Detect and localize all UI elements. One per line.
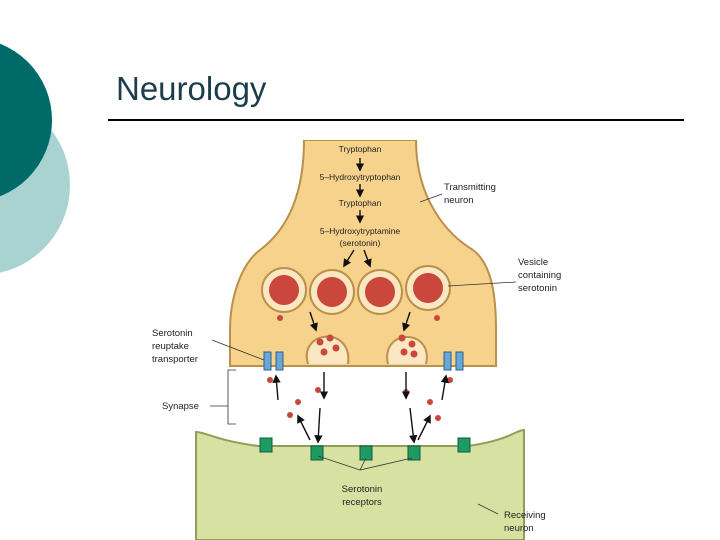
reuptake-transporter-left	[263, 351, 284, 371]
label-vesicle-line1: Vesicle	[518, 257, 548, 268]
vesicle-core	[365, 277, 395, 307]
serotonin-molecules	[267, 315, 453, 421]
receptor	[310, 445, 324, 461]
pathway-arrows	[272, 158, 450, 444]
title-divider	[108, 119, 684, 121]
slide-title: Neurology	[116, 70, 267, 107]
label-synapse: Synapse	[162, 401, 199, 412]
pathway-step-4-line1: 5–Hydroxytryptamine	[320, 226, 401, 236]
label-receiving-line2: neuron	[504, 523, 534, 534]
vesicle-core	[413, 273, 443, 303]
label-transmitting-line1: Transmitting	[444, 182, 496, 193]
pathway-step-3: Tryptophan	[339, 198, 382, 208]
receptor	[407, 445, 421, 461]
label-leader-lines	[210, 193, 517, 515]
label-reuptake-line3: transporter	[152, 354, 198, 365]
receptor	[359, 445, 373, 461]
label-receptors-line2: receptors	[342, 497, 382, 508]
decorative-circles	[0, 43, 70, 273]
vesicle-core	[317, 277, 347, 307]
vesicle-group	[261, 265, 451, 315]
label-transmitting-line2: neuron	[444, 195, 474, 206]
pathway-step-1: Tryptophan	[339, 144, 382, 154]
decorative-circle-dark	[0, 43, 52, 197]
label-receptors-line1: Serotonin	[342, 484, 383, 495]
label-vesicle-line2: containing	[518, 270, 561, 281]
vesicle-core	[269, 275, 299, 305]
receptor	[457, 437, 471, 453]
pathway-step-4-line2: (serotonin)	[340, 238, 381, 248]
pathway-step-2: 5–Hydroxytryptophan	[320, 172, 401, 182]
label-reuptake-line2: reuptake	[152, 341, 189, 352]
label-vesicle-line3: serotonin	[518, 283, 557, 294]
serotonin-synapse-diagram: Tryptophan 5–Hydroxytryptophan Tryptopha…	[152, 140, 561, 540]
label-receiving-line1: Receiving	[504, 510, 546, 521]
reuptake-transporter-right	[443, 351, 464, 371]
label-reuptake-line1: Serotonin	[152, 328, 193, 339]
receptor	[259, 437, 273, 453]
